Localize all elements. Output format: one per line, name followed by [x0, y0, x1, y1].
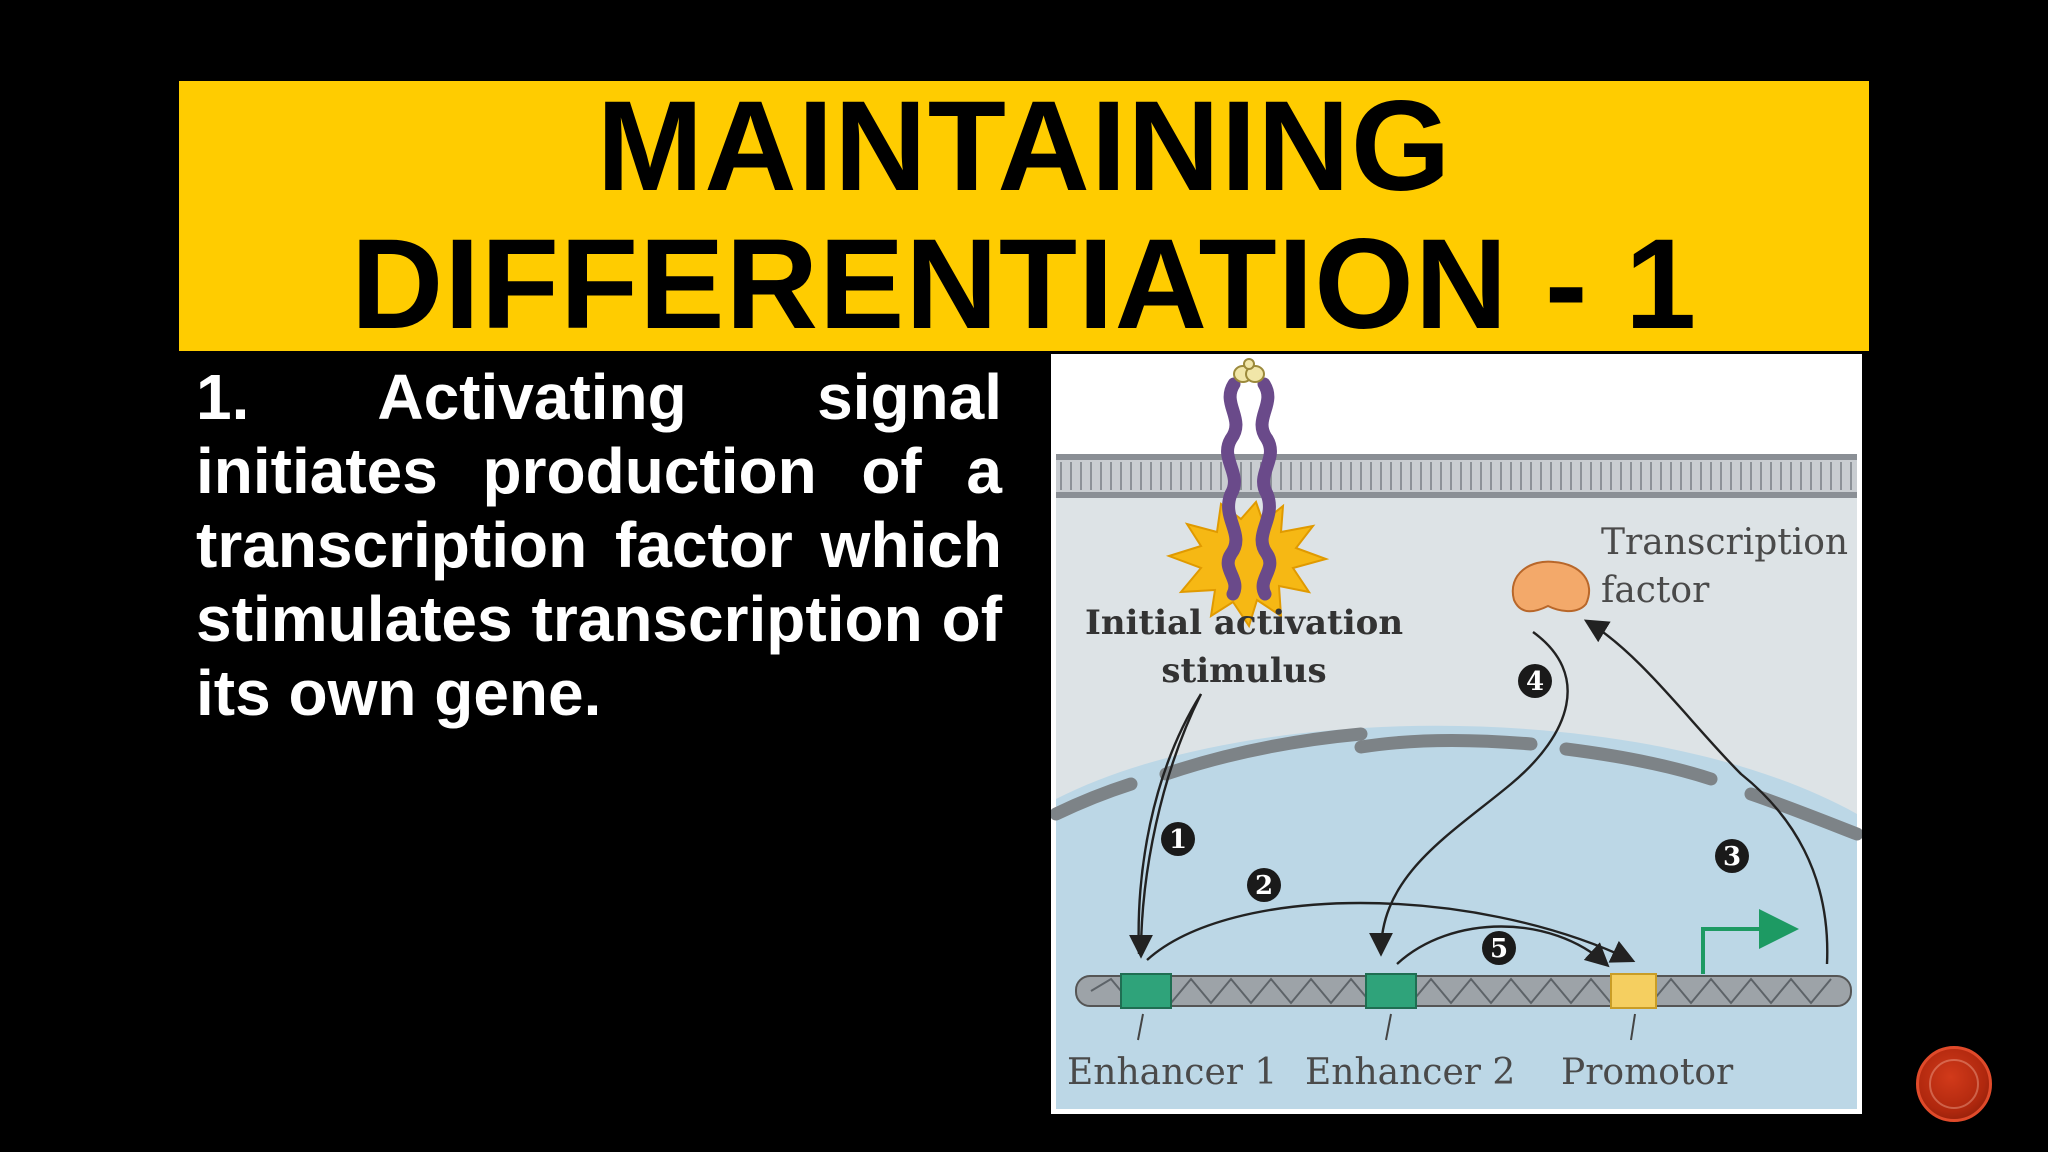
step-2-badge: 2 [1247, 868, 1281, 902]
step-4-number: 4 [1526, 667, 1544, 697]
enhancer-2-label: Enhancer 2 [1305, 1052, 1515, 1093]
dna-strand [1075, 975, 1852, 1007]
transcription-start-arrow [1701, 909, 1799, 974]
figure-svg: 1 2 3 4 5 Transcription factor Initial a… [1051, 354, 1862, 1114]
transcription-factor-icon [1511, 560, 1591, 613]
slide-body-text: 1. Activating signal initiates productio… [196, 361, 1002, 729]
next-slide-button[interactable] [1916, 1046, 1992, 1122]
nuclear-envelope [1051, 727, 1862, 841]
title-banner: MAINTAINING DIFFERENTIATION - 1 [179, 75, 1869, 356]
step-5-badge: 5 [1482, 931, 1516, 965]
step-4-badge: 4 [1518, 664, 1552, 698]
transcription-factor-label-line-2: factor [1601, 570, 1710, 611]
step-5-number: 5 [1490, 934, 1508, 964]
transcription-factor-label-line-1: Transcription [1601, 522, 1848, 563]
step-1-number: 1 [1169, 825, 1187, 855]
activation-burst [1165, 500, 1330, 629]
enhancer-1-segment [1120, 973, 1172, 1009]
enhancer-2-segment [1365, 973, 1417, 1009]
next-slide-icon [1929, 1059, 1979, 1109]
slide-title-line-1: MAINTAINING [596, 75, 1452, 218]
promotor-segment [1610, 973, 1657, 1009]
step-1-badge: 1 [1161, 822, 1195, 856]
promotor-label: Promotor [1561, 1052, 1734, 1093]
enhancer-1-label: Enhancer 1 [1067, 1052, 1277, 1093]
cell-membrane [1056, 454, 1857, 498]
step-3-number: 3 [1723, 842, 1741, 872]
step-3-badge: 3 [1715, 839, 1749, 873]
initial-activation-label-line-2: stimulus [1161, 651, 1326, 691]
receptor-icon [1221, 358, 1277, 601]
nucleus [1056, 725, 1857, 1109]
initial-activation-label-line-1: Initial activation [1085, 603, 1403, 643]
slide-title-line-2: DIFFERENTIATION - 1 [350, 213, 1698, 356]
step-2-number: 2 [1255, 871, 1273, 901]
pathway-arrows [1129, 619, 1829, 968]
gene-regulation-figure: 1 2 3 4 5 Transcription factor Initial a… [1051, 354, 1862, 1114]
